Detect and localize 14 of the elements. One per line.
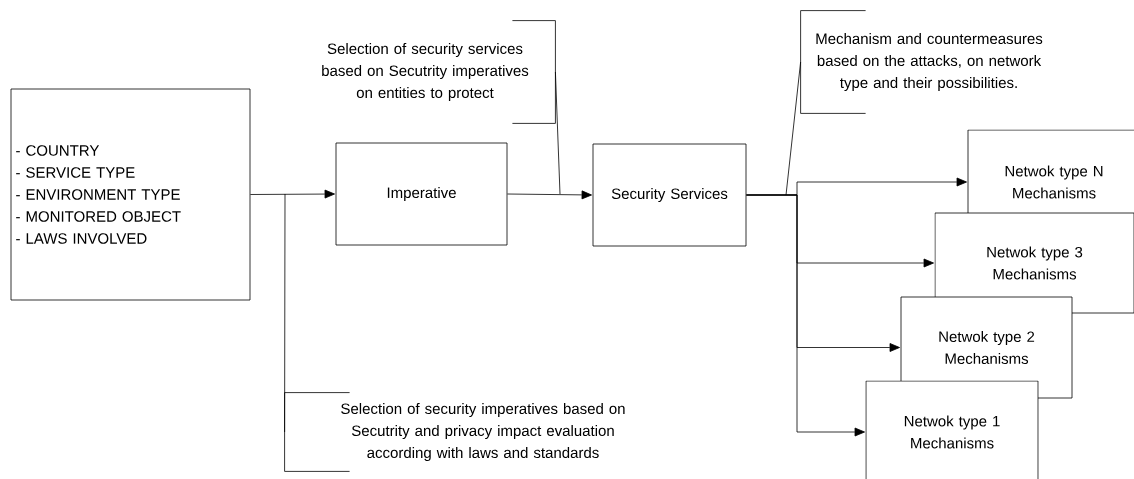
arrow	[746, 194, 865, 437]
leader-line	[284, 193, 286, 433]
arrow	[507, 190, 592, 200]
process-box: Netwok type 1 Mechanisms	[865, 380, 1039, 479]
leader-line	[555, 71, 561, 195]
annotation: Selection of security imperatives based on Secutrity and privacy impact evaluation according with laws and standards	[284, 392, 625, 472]
annotation: Selection of security services based on Secutrity imperatives on entities to protect	[322, 20, 556, 124]
leader-line	[785, 61, 801, 196]
annotation: Mechanism and countermeasures based on the attacks, on network type and their possibilities.	[800, 10, 1043, 114]
process-box: Imperative	[335, 142, 508, 246]
node-label: Netwok type 3 Mechanisms	[987, 246, 1083, 280]
arrow	[250, 189, 335, 199]
list-box: - COUNTRY - SERVICE TYPE - ENVIRONMENT TYPE - MONITORED OBJECT - LAWS INVOLVED	[10, 88, 251, 301]
process-box: Security Services	[592, 143, 747, 247]
